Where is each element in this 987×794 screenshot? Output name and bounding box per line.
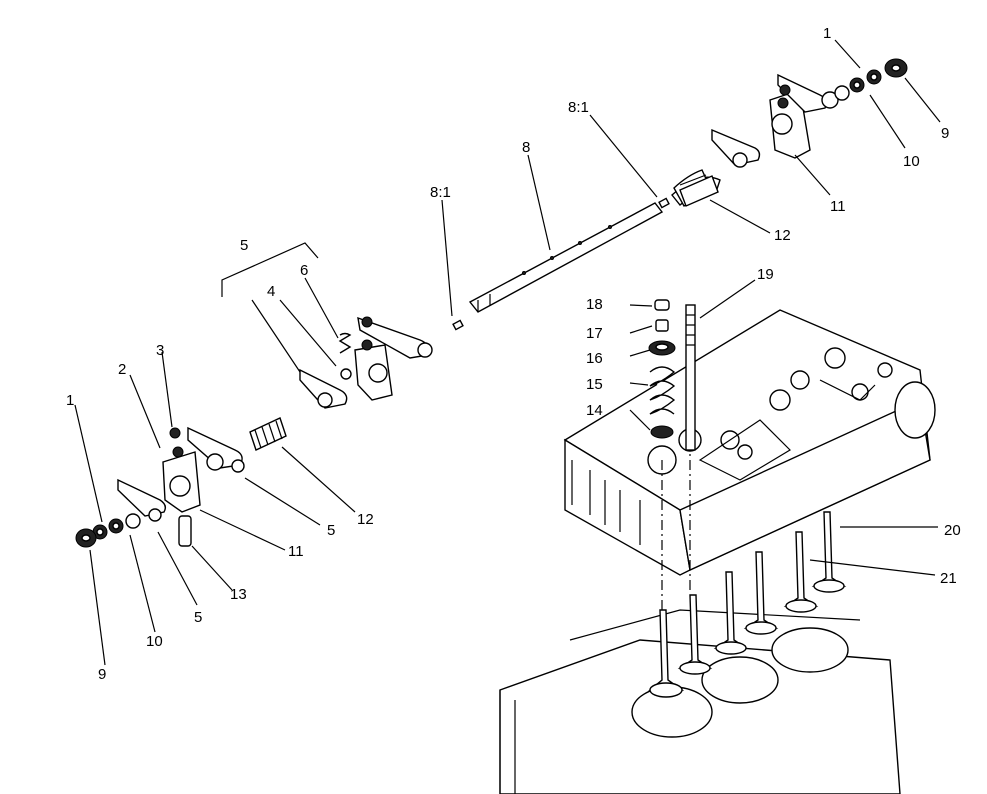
callout-11-left: 11 xyxy=(288,543,304,560)
callout-9-right: 9 xyxy=(941,125,949,142)
callout-10-right: 10 xyxy=(903,153,920,170)
callout-1-top: 1 xyxy=(823,25,831,42)
callout-5-mid: 5 xyxy=(327,522,335,539)
valves xyxy=(648,511,847,698)
middle-rocker-assembly xyxy=(299,316,433,409)
callout-labels: 1 9 10 11 8:1 8 12 8:1 19 18 17 16 15 14… xyxy=(66,25,961,683)
callout-19: 19 xyxy=(757,266,774,283)
callout-15: 15 xyxy=(586,376,603,393)
callout-11-right: 11 xyxy=(830,198,846,215)
callout-12-left: 12 xyxy=(357,511,374,528)
callout-8-1-mid: 8:1 xyxy=(430,184,451,201)
callout-6: 6 xyxy=(300,262,308,279)
callout-10-left: 10 xyxy=(146,633,163,650)
callout-20: 20 xyxy=(944,522,961,539)
callout-14: 14 xyxy=(586,402,603,419)
callout-9-left: 9 xyxy=(98,666,106,683)
callout-18: 18 xyxy=(586,296,603,313)
callout-3: 3 xyxy=(156,342,164,359)
rocker-springs xyxy=(249,175,719,451)
rocker-shaft xyxy=(452,197,670,331)
callout-13: 13 xyxy=(230,586,247,603)
callout-21: 21 xyxy=(940,570,957,587)
callout-16: 16 xyxy=(586,350,603,367)
cylinder-head xyxy=(563,309,936,576)
callout-5-low: 5 xyxy=(194,609,202,626)
valve-spring-stack xyxy=(648,299,696,451)
callout-4: 4 xyxy=(267,283,275,300)
callout-8-1-right: 8:1 xyxy=(568,99,589,116)
callout-12-right: 12 xyxy=(774,227,791,244)
leader-lines xyxy=(74,39,941,666)
callout-17: 17 xyxy=(586,325,603,342)
callout-1-left: 1 xyxy=(66,392,74,409)
left-rocker-assembly xyxy=(75,426,245,548)
callout-8: 8 xyxy=(522,139,530,156)
engine-block xyxy=(499,609,901,794)
callout-2: 2 xyxy=(118,361,126,378)
callout-5-top: 5 xyxy=(240,237,248,254)
